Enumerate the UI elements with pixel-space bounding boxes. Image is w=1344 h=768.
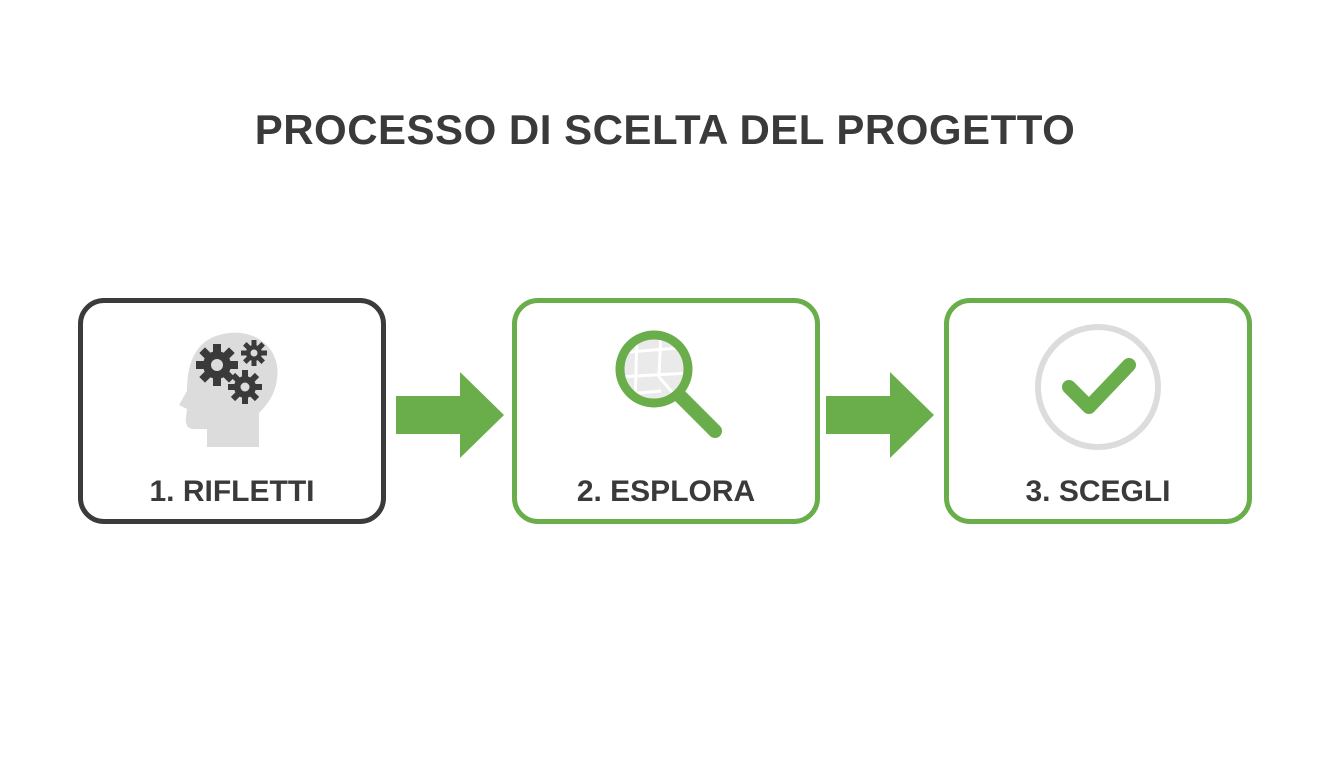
step-scegli: 3. SCEGLI bbox=[944, 298, 1252, 524]
checkmark-circle-icon bbox=[1023, 317, 1173, 457]
step-label: 3. SCEGLI bbox=[1025, 475, 1171, 508]
diagram-title: PROCESSO DI SCELTA DEL PROGETTO bbox=[254, 106, 1076, 153]
head-gears-icon bbox=[157, 317, 307, 457]
step-label: 1. RIFLETTI bbox=[149, 475, 315, 508]
arrow-right-icon bbox=[396, 370, 506, 460]
step-label: 2. ESPLORA bbox=[576, 475, 756, 508]
arrow-right-icon bbox=[826, 370, 936, 460]
magnifier-map-icon bbox=[591, 317, 741, 457]
step-esplora: 2. ESPLORA bbox=[512, 298, 820, 524]
step-rifletti: 1. RIFLETTI bbox=[78, 298, 386, 524]
